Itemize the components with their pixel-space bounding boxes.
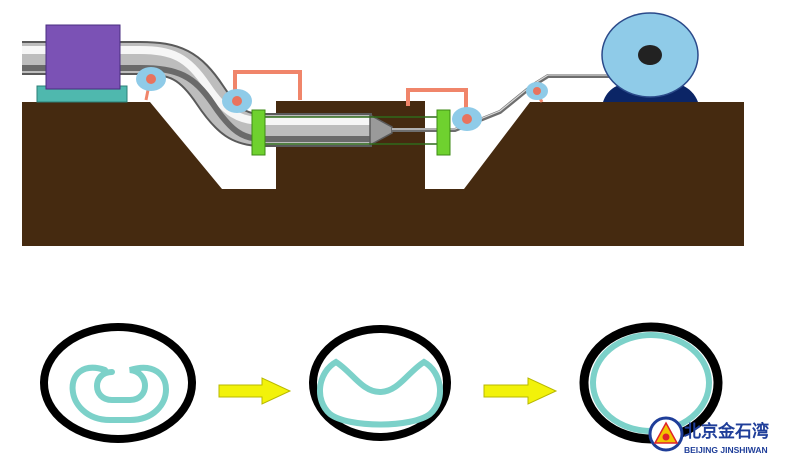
ground — [22, 101, 744, 246]
roller-1 — [136, 67, 166, 101]
pipe-highlight — [22, 46, 372, 125]
right-clamp — [436, 109, 451, 156]
logo-emblem-triangle — [653, 421, 679, 444]
company-logo: 北京金石湾 BEIJING JINSHIWAN — [648, 416, 769, 455]
liner-reel — [601, 12, 699, 102]
pipe-nozzle — [369, 113, 393, 147]
logo-name-cn: 北京金石湾 — [684, 421, 769, 442]
logo-emblem-dot — [662, 433, 670, 441]
stage-folded — [40, 323, 196, 443]
folded-liner — [69, 364, 169, 423]
left-bracket — [233, 70, 302, 100]
stage-partially-expanded — [309, 325, 451, 441]
pipe-assembly — [22, 41, 612, 147]
arrow-1 — [218, 377, 292, 405]
partially-expanded-liner — [316, 358, 444, 428]
right-bracket — [406, 88, 468, 117]
left-clamp — [251, 109, 266, 156]
pipe-shadow — [22, 65, 372, 142]
reel-hub — [638, 45, 662, 65]
roller-2 — [222, 89, 252, 113]
pusher-box — [45, 24, 121, 90]
logo-name-en: BEIJING JINSHIWAN — [684, 445, 768, 455]
roller-4 — [526, 82, 548, 103]
host-pipe-2 — [309, 325, 451, 441]
roller-3 — [452, 107, 482, 131]
arrow-2 — [483, 377, 558, 405]
pusher-machine — [36, 24, 128, 103]
ground-section — [22, 101, 744, 246]
